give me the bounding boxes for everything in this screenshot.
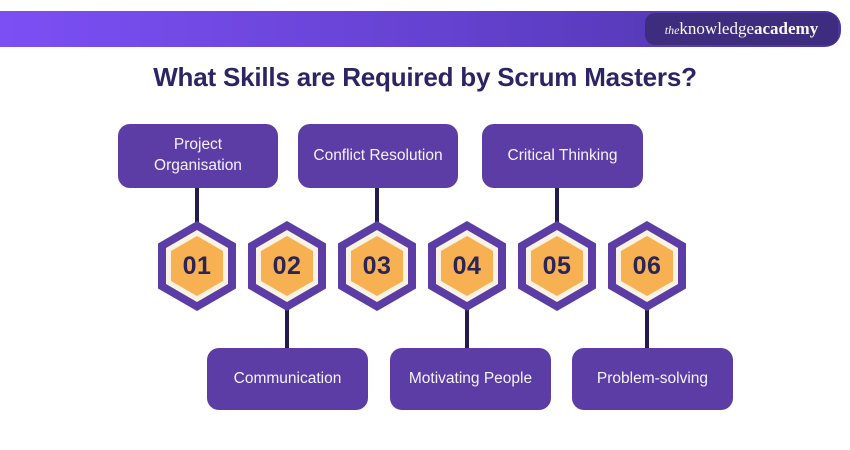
connector-skill-2 xyxy=(285,304,289,350)
skill-label-text: Communication xyxy=(233,369,342,387)
brand-logo: theknowledgeacademy xyxy=(645,13,838,45)
hexagon-inner: 01 xyxy=(171,236,223,296)
step-number: 01 xyxy=(182,251,212,280)
step-number: 05 xyxy=(542,251,572,280)
connector-skill-1 xyxy=(195,185,199,230)
skill-label-motivating-people: Motivating People xyxy=(390,348,551,410)
page-title: What Skills are Required by Scrum Master… xyxy=(153,62,697,92)
skill-label-text: Project Organisation xyxy=(154,136,242,174)
connector-skill-4 xyxy=(465,304,469,350)
skill-label-project-organisation: Project Organisation xyxy=(118,124,278,188)
step-number: 04 xyxy=(452,251,482,280)
skill-label-text: Conflict Resolution xyxy=(313,146,443,164)
hexagon-outer: 04 xyxy=(428,221,506,311)
hexagon-badge-05: 05 xyxy=(518,221,596,311)
hexagon-badge-04: 04 xyxy=(428,221,506,311)
logo-knowledge: knowledge xyxy=(679,19,755,38)
skill-label-communication: Communication xyxy=(207,348,368,410)
hexagon-outer: 01 xyxy=(158,221,236,311)
logo-academy: academy xyxy=(754,19,819,38)
skill-label-critical-thinking: Critical Thinking xyxy=(482,124,643,188)
step-number: 03 xyxy=(362,251,392,280)
hexagon-badge-06: 06 xyxy=(608,221,686,311)
hexagon-badge-02: 02 xyxy=(248,221,326,311)
connector-skill-3 xyxy=(375,185,379,230)
logo-the: the xyxy=(664,23,680,37)
connector-skill-5 xyxy=(555,185,559,230)
brand-logo-text: theknowledgeacademy xyxy=(665,19,818,39)
hexagon-outer: 06 xyxy=(608,221,686,311)
step-number: 02 xyxy=(272,251,302,280)
skill-label-conflict-resolution: Conflict Resolution xyxy=(298,124,458,188)
skill-label-text: Motivating People xyxy=(408,369,533,387)
skill-label-problem-solving: Problem-solving xyxy=(572,348,733,410)
hexagon-outer: 05 xyxy=(518,221,596,311)
skill-label-text: Critical Thinking xyxy=(507,146,618,164)
connector-skill-6 xyxy=(645,304,649,350)
hexagon-outer: 02 xyxy=(248,221,326,311)
hexagon-badge-03: 03 xyxy=(338,221,416,311)
hexagon-inner: 05 xyxy=(531,236,583,296)
skill-label-text: Problem-solving xyxy=(596,369,709,387)
hexagon-badge-01: 01 xyxy=(158,221,236,311)
hexagon-outer: 03 xyxy=(338,221,416,311)
hexagon-inner: 06 xyxy=(621,236,673,296)
step-number: 06 xyxy=(632,251,662,280)
